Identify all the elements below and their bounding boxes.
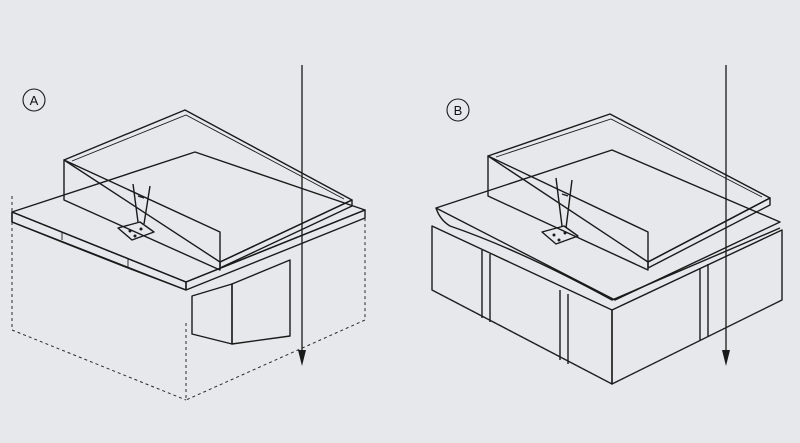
- panel-b-label: B: [454, 103, 463, 118]
- panel-a-bracket: [117, 183, 155, 241]
- panel-a-label-circle: [22, 88, 46, 112]
- panel-b-slab: [435, 149, 781, 301]
- panel-b-insulation-board: [487, 113, 771, 269]
- panel-b-masonry-wall: [431, 225, 783, 385]
- panel-a-support-outline: [11, 196, 366, 401]
- panel-a-edge-board: [63, 159, 221, 271]
- panel-a-load-arrow: [298, 65, 306, 366]
- panel-a-timber-joist: [191, 259, 291, 345]
- panel-b-edge-board: [487, 155, 649, 271]
- panel-a-drawing: A: [11, 65, 366, 401]
- panel-a-label: A: [30, 93, 39, 108]
- panel-b-label-circle: [446, 98, 470, 122]
- panel-b-load-arrow: [722, 65, 730, 366]
- panel-a-insulation-board: [63, 109, 353, 269]
- panel-b-bracket: [541, 177, 579, 245]
- panel-b-drawing: B: [431, 65, 783, 385]
- panel-a-slab: [11, 151, 366, 291]
